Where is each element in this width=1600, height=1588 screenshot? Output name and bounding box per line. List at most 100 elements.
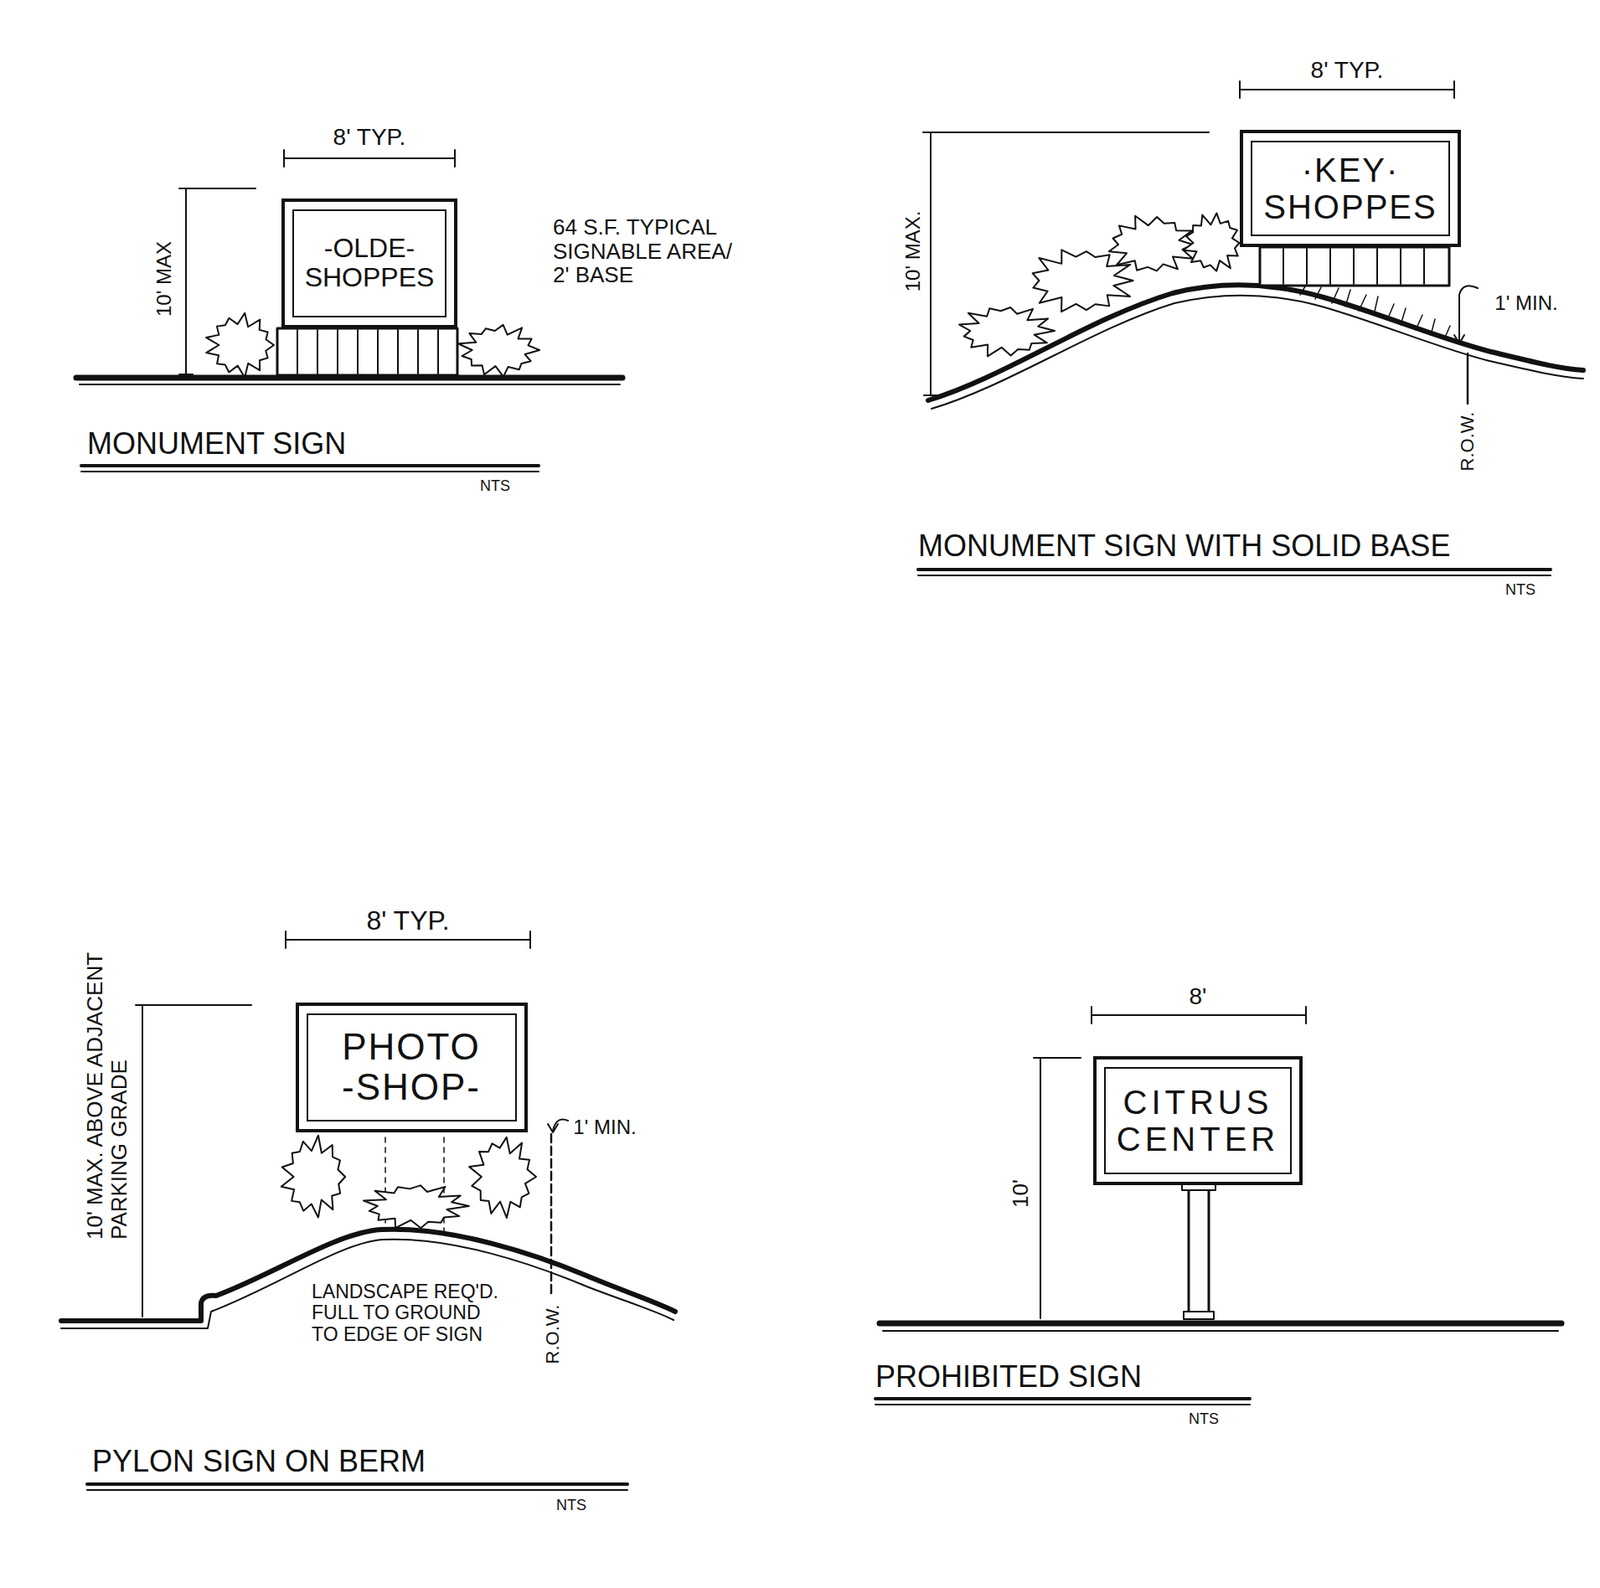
- sign-panel-frame: -OLDE- SHOPPES: [292, 209, 448, 318]
- dimension-note: 8' TYP.: [1310, 57, 1384, 84]
- dimension-line: [1033, 1057, 1081, 1059]
- sign-word: SHOPPES: [304, 263, 435, 293]
- title-underline: [81, 470, 539, 473]
- shrub: [458, 325, 540, 377]
- dimension-line: [141, 1005, 144, 1317]
- title-underline: [87, 1489, 628, 1492]
- grass-hatch: [1300, 286, 1451, 340]
- row-line: [1466, 353, 1470, 404]
- sign-word: CITRUS: [1123, 1083, 1274, 1121]
- ground-line: [879, 1323, 1562, 1332]
- dimension-line: [1039, 1058, 1042, 1319]
- dimension-line: [529, 931, 532, 949]
- title-underline: [87, 1484, 628, 1491]
- sign-word: SHOPPES: [1263, 188, 1437, 226]
- clearance-arrow: [547, 1124, 558, 1133]
- sign-lettering: ·KEY· SHOPPES: [1263, 151, 1437, 226]
- scale-note: NTS: [1505, 582, 1536, 599]
- dimension-line: [929, 132, 932, 396]
- dimension-line: [1453, 81, 1456, 99]
- dimension-line: [1090, 1006, 1093, 1024]
- title-underline: [918, 574, 1551, 577]
- dimension-line: [135, 1004, 252, 1007]
- shrub: [363, 1185, 470, 1229]
- sign-post: [1183, 1311, 1214, 1320]
- sign-word: -OLDE-: [324, 233, 415, 264]
- title-underline: [81, 465, 539, 472]
- sign-word: ·KEY·: [1301, 151, 1400, 189]
- clearance-arrow: [547, 1120, 568, 1134]
- sign-panel-frame: ·KEY· SHOPPES: [1250, 140, 1450, 237]
- dimension-note: 64 S.F. TYPICAL SIGNABLE AREA/ 2' BASE: [552, 215, 748, 288]
- clearance-arrow: [1454, 335, 1465, 344]
- sign-panel-frame: PHOTO -SHOP-: [306, 1013, 517, 1122]
- sign-panel: PHOTO -SHOP-: [295, 1002, 528, 1133]
- sign-base: [277, 328, 458, 376]
- view-title: MONUMENT SIGN WITH SOLID BASE: [918, 529, 1451, 563]
- dimension-note: 8': [1189, 984, 1208, 1011]
- berm-ground: [931, 295, 1584, 409]
- clearance-arrow: [1454, 285, 1478, 344]
- dimension-line: [923, 131, 1209, 134]
- row-line: [550, 1134, 553, 1296]
- title-underline: [81, 464, 539, 468]
- row-line: [1466, 353, 1470, 404]
- title-underline: [875, 1403, 1250, 1406]
- ground-line: [882, 1330, 1559, 1332]
- dimension-line: [1091, 1014, 1306, 1017]
- dimension-note: R.O.W.: [542, 1305, 563, 1365]
- row-line: [550, 1134, 553, 1296]
- sign-base: [1259, 247, 1450, 286]
- shrub: [281, 1135, 346, 1219]
- shrub: [1109, 216, 1193, 272]
- dimension-line: [185, 188, 187, 375]
- title-underline: [918, 569, 1551, 576]
- dimension-note: 1' MIN.: [572, 1116, 636, 1139]
- dimension-line: [179, 187, 256, 190]
- sign-post: [1188, 1183, 1209, 1318]
- dimension-line: [285, 939, 531, 941]
- sign-word: PHOTO: [341, 1027, 481, 1068]
- dimension-note: 10' MAX.: [902, 211, 924, 293]
- sign-base: [1283, 248, 1425, 284]
- berm-ground: [928, 284, 1584, 401]
- title-underline: [87, 1482, 628, 1487]
- sign-base: [297, 330, 439, 374]
- shrub: [206, 313, 274, 378]
- sign-base: [1259, 247, 1450, 286]
- shrub: [469, 1137, 537, 1219]
- title-underline: [875, 1398, 1250, 1405]
- view-title: MONUMENT SIGN: [87, 427, 346, 461]
- dimension-line: [454, 149, 456, 167]
- sign-lettering: -OLDE- SHOPPES: [304, 233, 435, 293]
- ground-line: [76, 375, 623, 382]
- clearance-arrow: [1459, 285, 1478, 342]
- title-underline: [875, 1397, 1250, 1401]
- grass-hatch: [1300, 286, 1451, 340]
- dimension-note: LANDSCAPE REQ'D. FULL TO GROUND TO EDGE …: [311, 1281, 508, 1346]
- shrub: [959, 307, 1055, 357]
- sign-panel: ·KEY· SHOPPES: [1239, 129, 1461, 248]
- dimension-note: 10' MAX: [153, 241, 176, 317]
- sign-word: CENTER: [1116, 1120, 1280, 1158]
- dimension-line: [1305, 1006, 1307, 1024]
- sign-lettering: CITRUS CENTER: [1116, 1083, 1280, 1158]
- dimension-note: 8' TYP.: [366, 906, 450, 936]
- sign-post: [1181, 1183, 1216, 1320]
- berm-ground: [928, 284, 1584, 409]
- sign-panel-frame: CITRUS CENTER: [1104, 1067, 1292, 1175]
- ground-line: [79, 383, 620, 386]
- ground-line: [76, 377, 623, 385]
- sign-panel: -OLDE- SHOPPES: [281, 198, 459, 329]
- dimension-line: [1033, 1006, 1306, 1319]
- title-underline: [918, 567, 1551, 572]
- sign-base: [277, 328, 458, 376]
- dimension-line: [284, 931, 287, 949]
- sign-lettering: PHOTO -SHOP-: [341, 1027, 481, 1109]
- dimension-line: [283, 149, 285, 167]
- ground-line: [879, 1321, 1562, 1327]
- shrub: [1032, 249, 1134, 312]
- sign-panel: CITRUS CENTER: [1093, 1056, 1303, 1186]
- scale-note: NTS: [480, 478, 511, 496]
